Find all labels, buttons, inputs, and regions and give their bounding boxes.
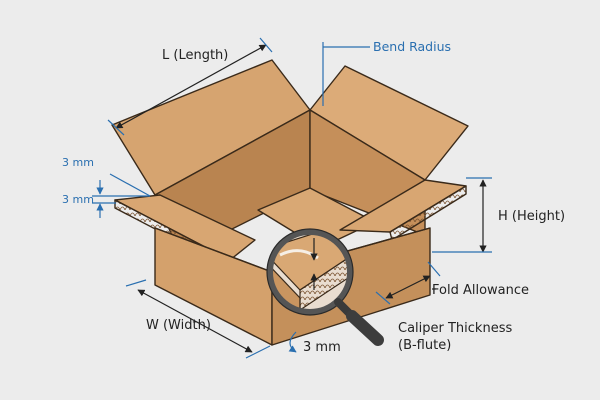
bottom-3mm-arc — [288, 331, 297, 353]
magnifier-icon — [266, 228, 384, 346]
caliper-label-line1: Caliper Thickness — [398, 321, 512, 336]
width-label: W (Width) — [146, 318, 211, 333]
width-arrow — [137, 289, 253, 353]
top-mm-label: 3 mm — [62, 156, 94, 169]
dimension-lines — [92, 37, 492, 359]
fold-allowance-label: Fold Allowance — [432, 283, 529, 298]
length-label: L (Length) — [162, 48, 228, 63]
caliper-label-line2: (B-flute) — [398, 338, 451, 353]
left-mm-label: 3 mm — [62, 193, 94, 206]
length-arrow — [115, 44, 267, 129]
right-flap-edge — [389, 185, 467, 241]
height-label: H (Height) — [498, 209, 565, 224]
fold-allowance-arrow — [385, 275, 431, 299]
bend-radius-label: Bend Radius — [373, 39, 451, 54]
bottom-mm-label: 3 mm — [303, 340, 341, 355]
